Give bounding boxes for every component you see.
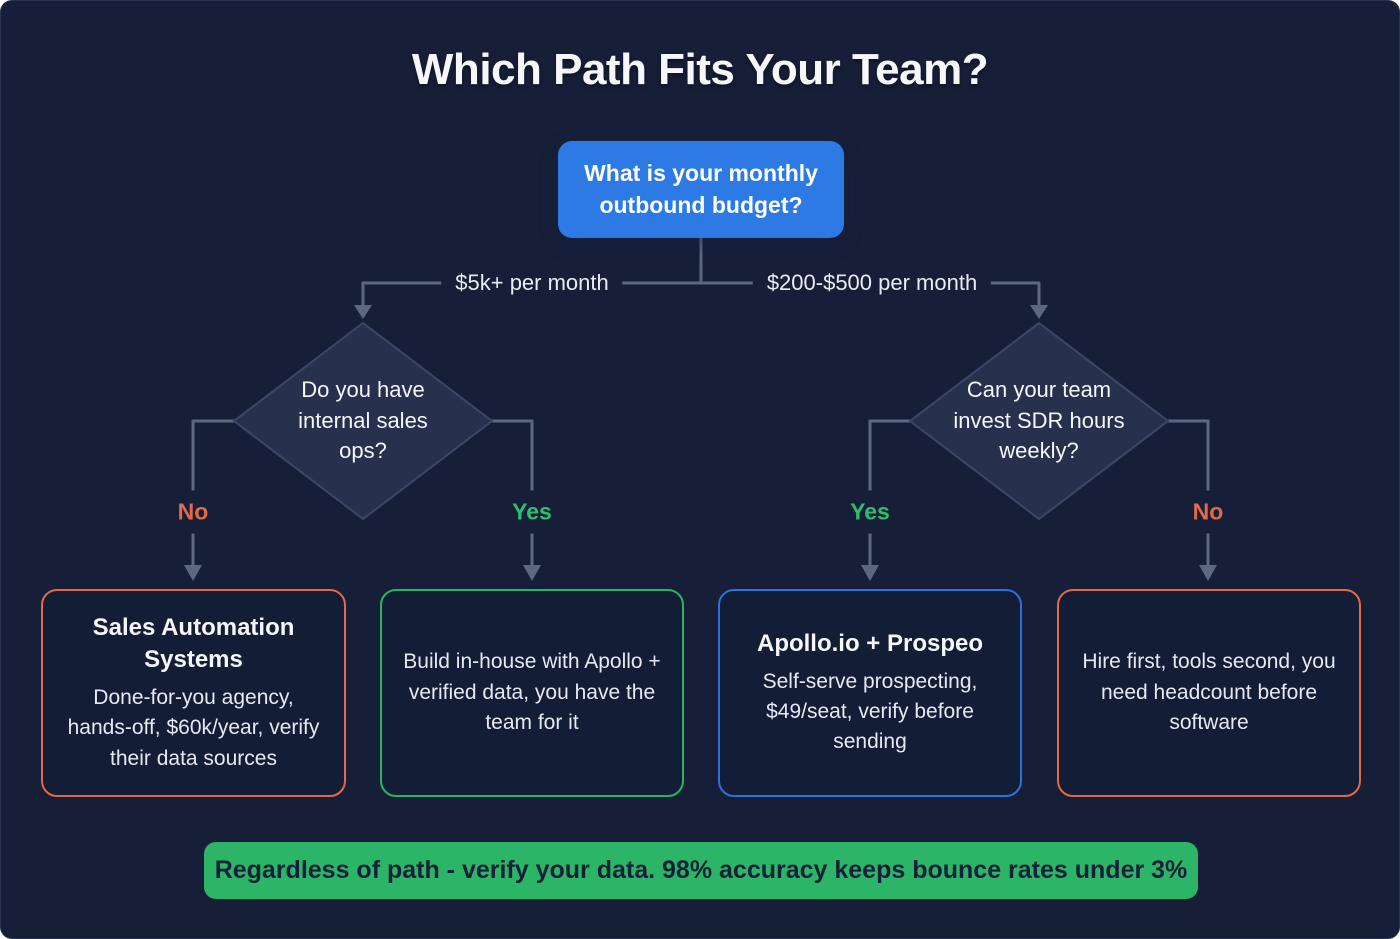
footer-text: Regardless of path - verify your data. 9… <box>214 856 1188 884</box>
page-title: Which Path Fits Your Team? <box>411 45 989 94</box>
edge-label-yes-left: Yes <box>502 490 562 534</box>
outcome-description: Self-serve prospecting, $49/seat, verify… <box>762 669 978 754</box>
outcome-description: Build in-house with Apollo + verified da… <box>403 650 661 735</box>
outcome-box-sales-automation: Sales Automation Systems Done-for-you ag… <box>41 589 346 797</box>
arrowhead-outcome-1 <box>184 565 202 581</box>
root-question-label: What is your monthly outbound budget? <box>584 160 818 218</box>
decision-label: Can your team invest SDR hours weekly? <box>953 376 1125 464</box>
outcome-title: Sales Automation Systems <box>92 613 295 674</box>
outcome-description: Done-for-you agency, hands-off, $60k/yea… <box>67 685 320 770</box>
diamond-shape <box>232 321 494 521</box>
branch-label-low-budget: $200-$500 per month <box>752 266 992 300</box>
outcome-box-apollo-prospeo: Apollo.io + Prospeo Self-serve prospecti… <box>718 589 1022 797</box>
arrowhead-right-diamond <box>1030 305 1048 319</box>
arrowhead-outcome-3 <box>861 565 879 581</box>
outcome-description: Hire first, tools second, you need headc… <box>1082 650 1336 735</box>
edge-label-no-left: No <box>167 490 219 534</box>
root-question-node: What is your monthly outbound budget? <box>558 141 844 238</box>
edge-label-yes-right: Yes <box>840 490 900 534</box>
branch-label-high-budget: $5k+ per month <box>441 266 623 300</box>
outcome-box-build-in-house: Build in-house with Apollo + verified da… <box>380 589 684 797</box>
arrowhead-left-diamond <box>354 305 372 319</box>
outcome-box-hire-first: Hire first, tools second, you need headc… <box>1057 589 1361 797</box>
edge-label-no-right: No <box>1182 490 1234 534</box>
diamond-shape <box>908 321 1170 521</box>
outcome-title: Apollo.io + Prospeo <box>756 630 984 658</box>
decision-node-sdr-hours: Can your team invest SDR hours weekly? <box>908 321 1170 521</box>
arrowhead-outcome-2 <box>523 565 541 581</box>
decision-label: Do you have internal sales ops? <box>298 376 428 464</box>
decision-node-internal-sales-ops: Do you have internal sales ops? <box>232 321 494 521</box>
arrowhead-outcome-4 <box>1199 565 1217 581</box>
footer-banner: Regardless of path - verify your data. 9… <box>204 842 1198 899</box>
